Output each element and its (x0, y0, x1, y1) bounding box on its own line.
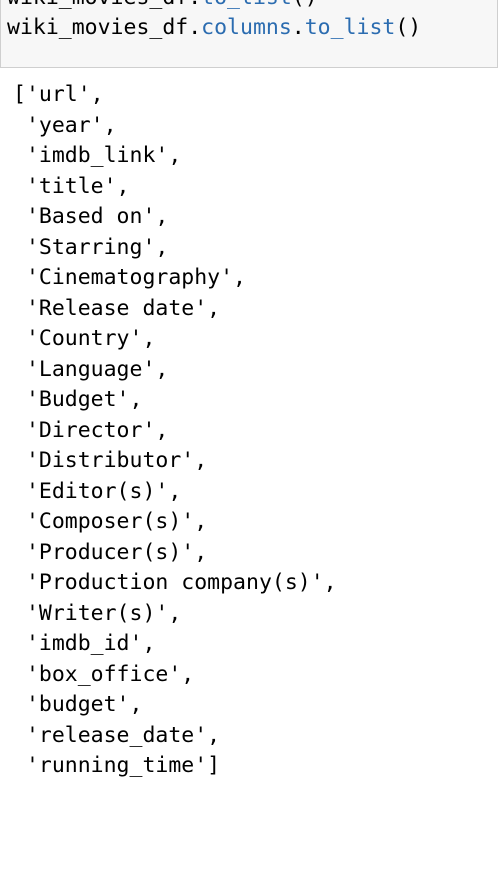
output-line: 'title', (13, 173, 130, 199)
code-call-parens: () (292, 0, 318, 10)
cut-off-code-line: wiki_movies_df.to_list() (7, 0, 318, 13)
output-line: 'Release date', (13, 295, 221, 321)
code-method: to_list (304, 15, 396, 40)
output-line: 'budget', (13, 692, 143, 717)
code-line: wiki_movies_df.columns.to_list() (7, 13, 421, 43)
output-line: 'Producer(s)', (13, 539, 208, 565)
output-line: 'Country', (13, 326, 156, 351)
output-line: 'Cinematography', (13, 265, 246, 290)
code-variable: wiki_movies_df (7, 15, 189, 40)
code-call-parens: () (395, 15, 422, 40)
output-line: ['url', (13, 82, 104, 107)
output-line: 'Production company(s)', (13, 570, 337, 595)
code-dot: . (188, 15, 202, 40)
code-dot: . (188, 0, 201, 10)
output-line: 'release_date', (13, 722, 221, 748)
output-line: 'Composer(s)', (13, 509, 208, 534)
output-line: 'Based on', (13, 204, 169, 229)
output-line: 'Distributor', (13, 448, 208, 473)
output-line: 'Starring', (13, 234, 169, 260)
code-variable: wiki_movies_df (7, 0, 188, 10)
output-line: 'year', (13, 112, 117, 138)
code-method: to_list (201, 0, 292, 10)
code-input-cell[interactable]: wiki_movies_df.to_list() wiki_movies_df.… (0, 0, 498, 68)
code-dot: . (291, 15, 305, 40)
cell-output: ['url', 'year', 'imdb_link', 'title', 'B… (0, 80, 498, 782)
output-line: 'running_time'] (13, 753, 221, 778)
output-line: 'Director', (13, 417, 169, 443)
output-line: 'Writer(s)', (13, 600, 182, 626)
output-line: 'Budget', (13, 387, 143, 412)
output-line: 'imdb_link', (13, 143, 182, 168)
output-line: 'Editor(s)', (13, 478, 182, 504)
output-line: 'Language', (13, 356, 169, 382)
output-line: 'box_office', (13, 661, 195, 687)
output-line: 'imdb_id', (13, 631, 156, 656)
code-attribute: columns (201, 15, 292, 40)
